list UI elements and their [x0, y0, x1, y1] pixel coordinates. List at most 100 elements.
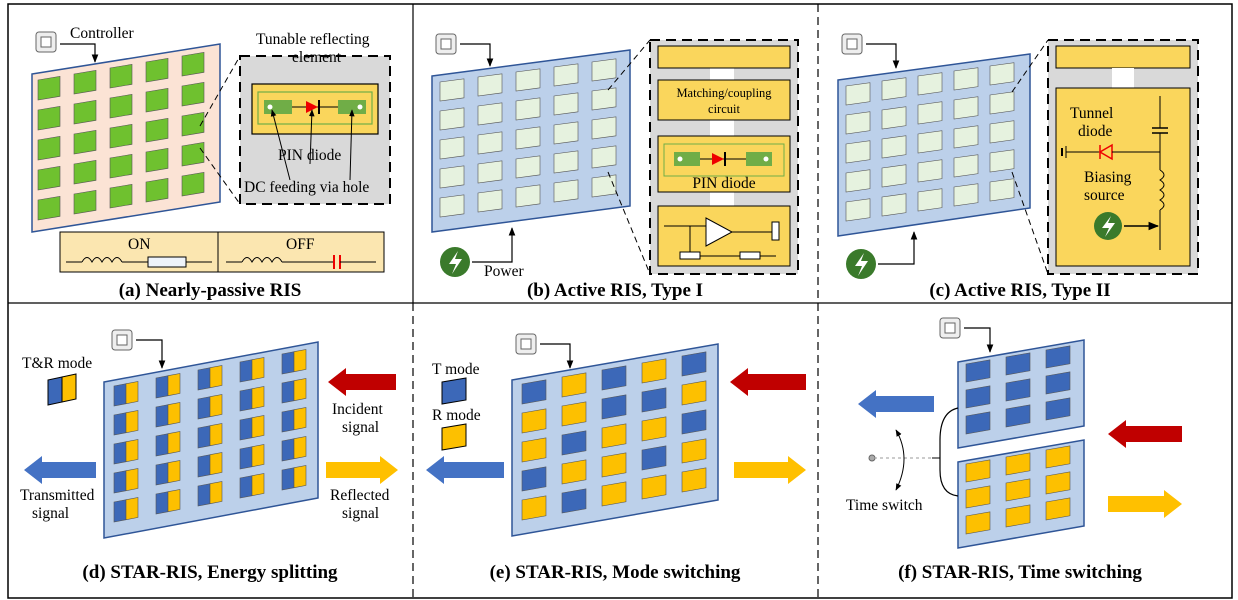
- tr-mode-label: T&R mode: [22, 355, 92, 372]
- ris-element: [521, 437, 547, 463]
- bias-label-2: source: [1084, 187, 1125, 204]
- ris-element: [1005, 378, 1031, 402]
- tr-mode-swatch: [47, 373, 77, 406]
- t-mode-label: T mode: [432, 361, 480, 378]
- power-icon: [440, 247, 470, 277]
- transmitted-arrow: [426, 456, 504, 484]
- ris-element: [641, 474, 667, 500]
- ris-element: [239, 475, 253, 499]
- ris-element: [109, 63, 133, 89]
- ris-element: [167, 431, 181, 455]
- ris-element: [125, 439, 139, 463]
- ris-element: [113, 470, 127, 494]
- ris-element: [477, 102, 503, 126]
- ris-element: [845, 169, 871, 193]
- ris-element: [293, 436, 307, 460]
- ris-element: [989, 178, 1015, 202]
- panel-a: Controller Tunable reflecting element PI…: [31, 25, 391, 301]
- ris-element: [73, 189, 97, 215]
- ris-element: [113, 383, 127, 407]
- incident-label-1: Incident: [332, 401, 383, 418]
- ris-element: [439, 78, 465, 102]
- resistor-icon: [147, 256, 187, 268]
- ris-element: [917, 130, 943, 154]
- ris-element: [181, 81, 205, 107]
- ris-element: [965, 459, 991, 483]
- incident-arrow: [328, 368, 396, 396]
- ris-element-grid: [439, 58, 617, 218]
- r-mode-swatch: [441, 423, 467, 451]
- ris-element: [73, 159, 97, 185]
- ris-element: [1045, 497, 1071, 521]
- ris-element: [109, 183, 133, 209]
- ris-element: [515, 155, 541, 179]
- incident-arrow: [1108, 420, 1182, 448]
- ris-element: [681, 380, 707, 406]
- ris-element: [881, 193, 907, 217]
- ris-element: [239, 359, 253, 383]
- ris-element: [197, 425, 211, 449]
- ris-element: [37, 135, 61, 161]
- ris-element: [553, 92, 579, 116]
- incident-arrow: [730, 368, 806, 396]
- ris-element: [209, 394, 223, 418]
- ris-element: [917, 72, 943, 96]
- ris-element: [521, 379, 547, 405]
- chip-icon: [111, 329, 133, 351]
- ris-element: [641, 416, 667, 442]
- ris-element: [145, 147, 169, 173]
- controller-label: Controller: [70, 25, 135, 42]
- panel-e: T mode R mode (e) STAR-RIS, Mode switchi…: [426, 333, 806, 583]
- pin-diode-icon: [700, 152, 746, 166]
- ris-element: [989, 91, 1015, 115]
- power-label: Power: [484, 263, 524, 280]
- ris-element: [477, 73, 503, 97]
- ris-element: [881, 106, 907, 130]
- matching-label-2: circuit: [708, 102, 740, 116]
- op-amp-icon: [664, 217, 780, 260]
- ris-element: [125, 497, 139, 521]
- ris-element: [293, 378, 307, 402]
- r-mode-label: R mode: [432, 407, 481, 424]
- caption-f: (f) STAR-RIS, Time switching: [898, 562, 1142, 583]
- ris-element: [197, 367, 211, 391]
- ris-element: [641, 387, 667, 413]
- ris-element: [197, 454, 211, 478]
- ris-element: [553, 121, 579, 145]
- ris-element: [37, 165, 61, 191]
- ris-element: [37, 195, 61, 221]
- chip-icon: [435, 33, 457, 55]
- ris-element: [113, 412, 127, 436]
- ris-element: [845, 82, 871, 106]
- ris-element: [601, 365, 627, 391]
- bias-label-1: Biasing: [1084, 169, 1132, 186]
- ris-element: [1005, 452, 1031, 476]
- ris-element: [145, 177, 169, 203]
- ris-element-grid: [965, 345, 1071, 535]
- ris-element: [209, 481, 223, 505]
- ris-element: [109, 93, 133, 119]
- panel-c: Tunnel diode Biasing source: [837, 33, 1199, 301]
- ris-element: [125, 468, 139, 492]
- ris-element: [917, 188, 943, 212]
- ris-element: [1005, 504, 1031, 528]
- t-mode-swatch: [441, 377, 467, 405]
- ris-element-grid: [845, 62, 1015, 222]
- ris-element: [155, 404, 169, 428]
- ris-element: [591, 87, 617, 111]
- ris-element: [145, 87, 169, 113]
- ris-element: [209, 365, 223, 389]
- ris-element: [251, 444, 265, 468]
- inductor-icon: [1159, 169, 1165, 211]
- ris-element: [293, 465, 307, 489]
- ris-element: [845, 198, 871, 222]
- ris-element: [881, 77, 907, 101]
- ris-element: [845, 140, 871, 164]
- ris-element: [561, 488, 587, 514]
- ris-element: [953, 154, 979, 178]
- panel-f: Time switch (f) STAR-RIS, Time switching: [846, 317, 1182, 583]
- ris-element: [281, 351, 295, 375]
- ris-element: [181, 141, 205, 167]
- ris-element: [181, 51, 205, 77]
- ris-element: [109, 123, 133, 149]
